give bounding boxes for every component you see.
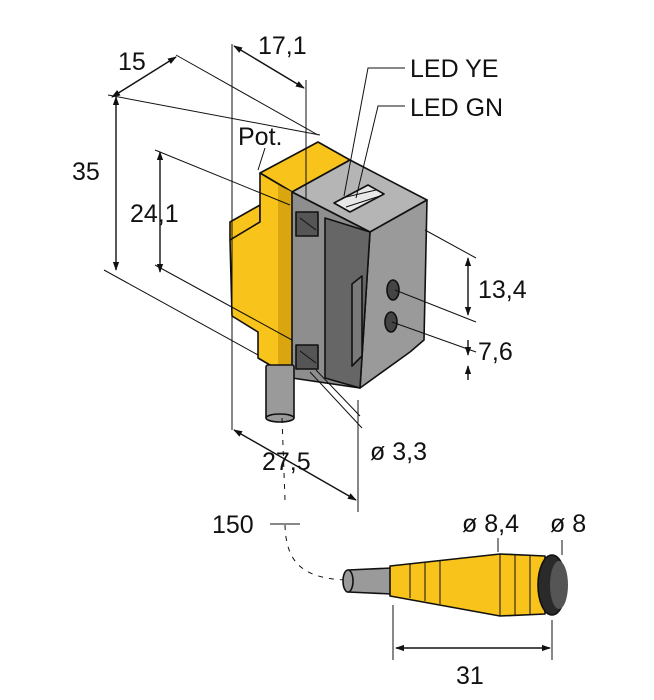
- led-window: [333, 184, 385, 213]
- label-7-6: 7,6: [478, 338, 513, 366]
- label-dia-8-4: ø 8,4: [462, 510, 519, 538]
- label-17-1: 17,1: [258, 32, 307, 60]
- cable-stub: [265, 364, 295, 420]
- lower-side-hole: [384, 311, 398, 333]
- label-31: 31: [456, 662, 484, 690]
- dim-line-15: [111, 56, 177, 98]
- cable-dashed-path: [281, 417, 286, 501]
- dim-line-27-5: [233, 429, 357, 501]
- label-24-1: 24,1: [130, 200, 179, 228]
- sensor-housing: [229, 141, 428, 423]
- upper-mount-recess: [295, 211, 319, 237]
- label-15: 15: [118, 48, 146, 76]
- led-gn-leader: [355, 105, 405, 199]
- label-27-5: 27,5: [262, 448, 311, 476]
- label-35: 35: [72, 158, 100, 186]
- label-led-ye: LED YE: [410, 55, 498, 83]
- yellow-shade: [278, 185, 292, 378]
- label-dia-3-3: ø 3,3: [370, 438, 427, 466]
- m8-connector: [342, 553, 568, 617]
- label-13-4: 13,4: [478, 276, 527, 304]
- connector-cable: [347, 567, 393, 595]
- label-150: 150: [212, 511, 254, 539]
- label-led-gn: LED GN: [410, 94, 503, 122]
- label-dia-8: ø 8: [550, 510, 586, 538]
- dim-line-17-1: [233, 45, 305, 89]
- connector-grip: [389, 553, 546, 617]
- label-pot: Pot.: [238, 123, 282, 151]
- lens-window: [351, 275, 363, 367]
- upper-side-hole: [386, 279, 400, 301]
- lower-mount-recess: [295, 344, 319, 370]
- led-ye-leader: [343, 67, 405, 197]
